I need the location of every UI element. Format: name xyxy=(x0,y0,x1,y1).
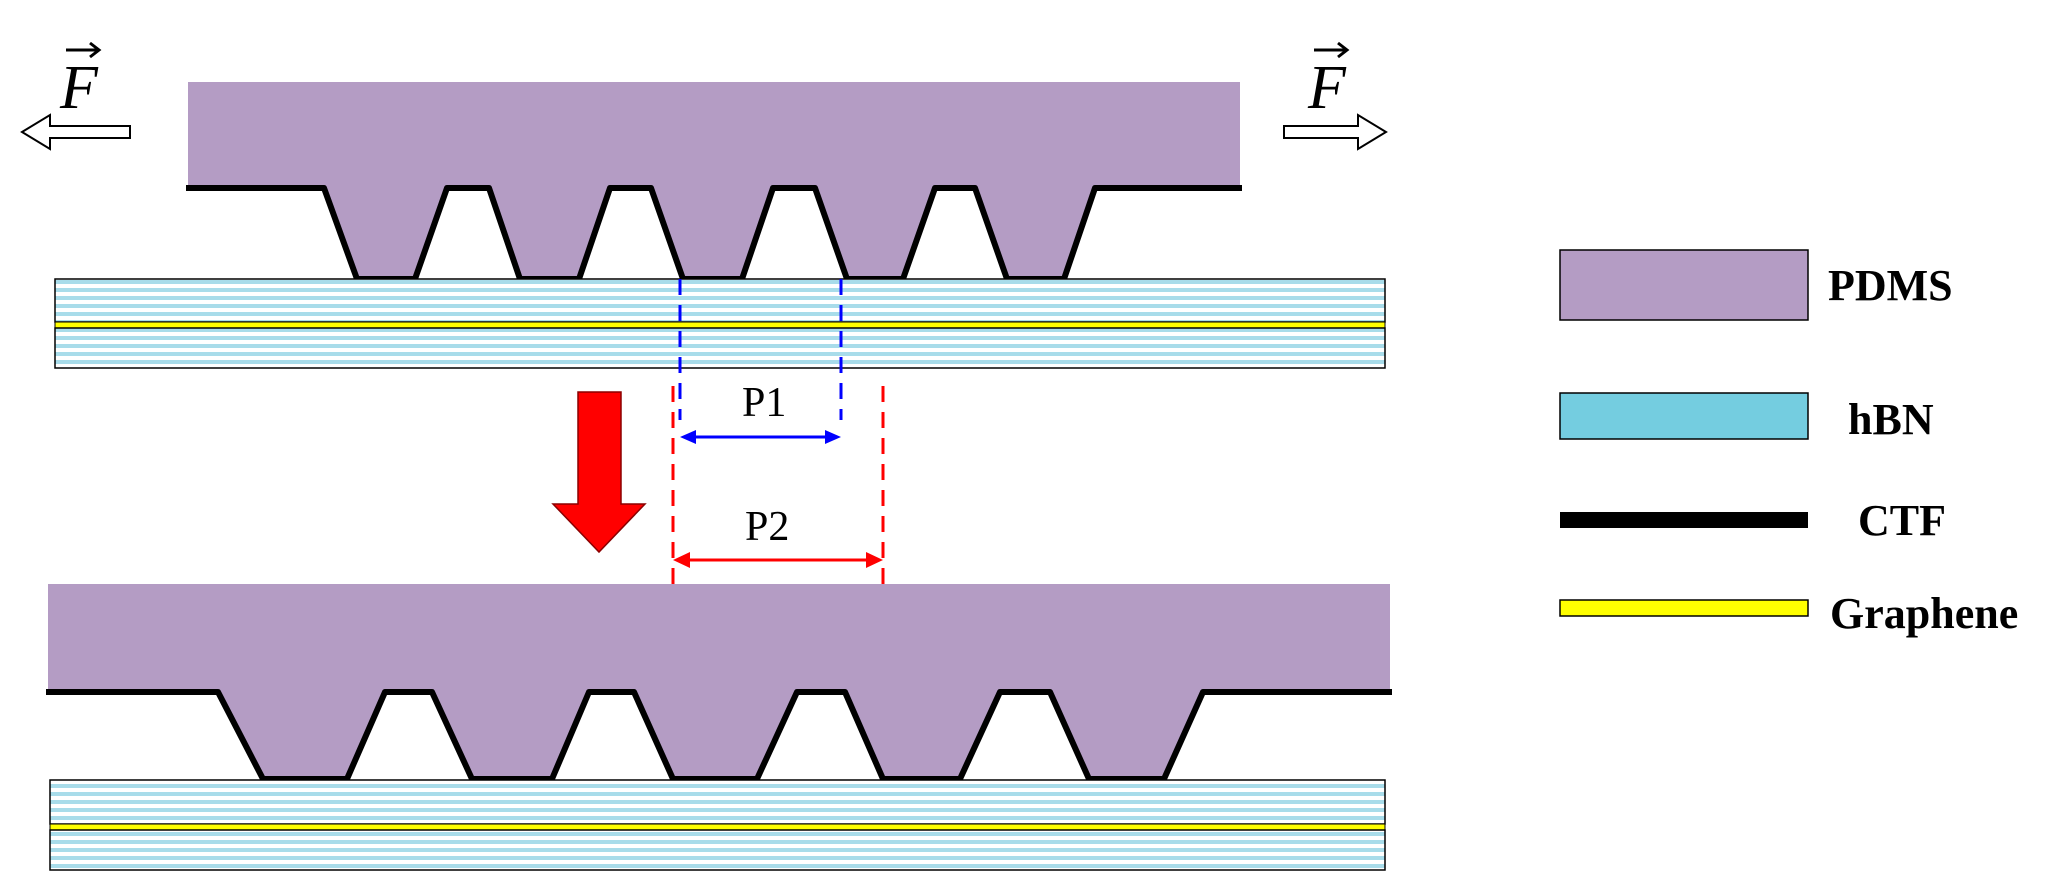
bottom-ctf-profile xyxy=(46,689,1392,782)
legend-label-graphene: Graphene xyxy=(1830,589,2018,638)
p2-right-arrowhead xyxy=(866,552,883,568)
left-force: F xyxy=(20,41,131,151)
top-hbn-upper xyxy=(54,278,1386,323)
legend-swatch-hbn xyxy=(1559,392,1809,440)
top-graphene-layer xyxy=(54,321,1386,329)
right-hollow-arrow-icon xyxy=(1283,113,1388,151)
bottom-hbn-upper xyxy=(49,779,1386,825)
legend-label-pdms: PDMS xyxy=(1828,261,1953,310)
top-panel: F F xyxy=(20,41,1388,369)
right-force-label: F xyxy=(1307,54,1347,122)
p1-dimension: P1 xyxy=(678,279,843,444)
down-arrow-icon xyxy=(551,391,647,554)
p2-left-arrowhead xyxy=(673,552,690,568)
legend-swatch-ctf xyxy=(1560,512,1808,528)
left-force-label: F xyxy=(59,54,99,122)
legend-item-graphene: Graphene xyxy=(1559,589,2018,638)
legend-item-hbn: hBN xyxy=(1559,392,1934,444)
bottom-panel xyxy=(46,584,1392,871)
legend-swatch-pdms xyxy=(1559,249,1809,321)
p1-label: P1 xyxy=(742,380,786,426)
left-hollow-arrow-icon xyxy=(20,113,131,151)
p1-left-arrowhead xyxy=(680,430,696,444)
top-pdms-block xyxy=(188,82,1240,279)
legend-item-pdms: PDMS xyxy=(1559,249,1953,321)
legend-item-ctf: CTF xyxy=(1560,496,1946,545)
bottom-graphene-layer xyxy=(49,823,1386,831)
legend-label-hbn: hBN xyxy=(1848,395,1934,444)
right-force-vector-mark xyxy=(1314,41,1350,59)
left-force-vector-mark xyxy=(66,41,102,59)
legend: PDMS hBN CTF Graphene xyxy=(1559,249,2018,638)
bottom-hbn-lower xyxy=(49,829,1386,871)
right-force: F xyxy=(1283,41,1388,151)
legend-swatch-graphene xyxy=(1559,599,1809,617)
bottom-pdms-block xyxy=(48,584,1390,779)
legend-label-ctf: CTF xyxy=(1858,496,1946,545)
top-hbn-lower xyxy=(54,327,1386,369)
p2-label: P2 xyxy=(745,504,789,550)
p1-right-arrowhead xyxy=(825,430,841,444)
